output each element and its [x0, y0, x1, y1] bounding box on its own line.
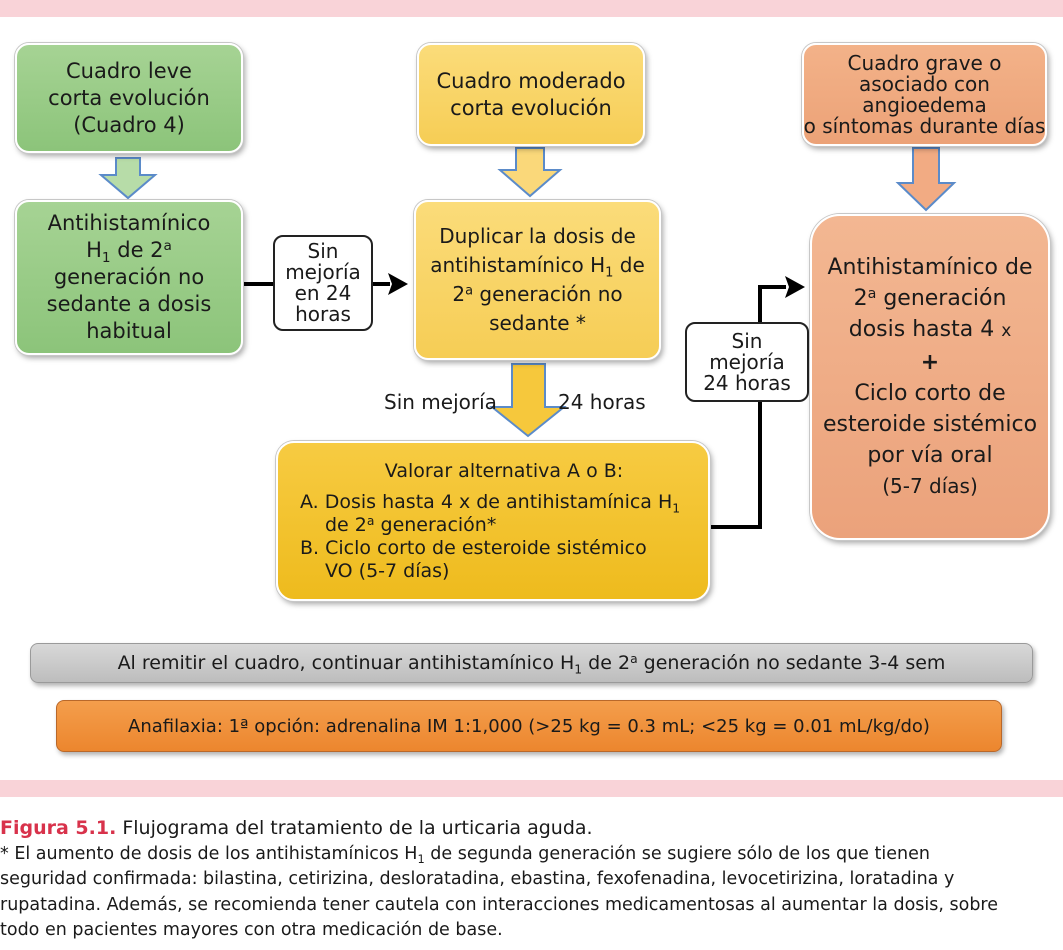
valorar-a-line-2: de 2a generación* — [325, 513, 497, 536]
note2-line-1: Sin — [731, 328, 763, 353]
right-arrowhead-2 — [785, 276, 805, 298]
anti1-line-2: H1 de 2a — [86, 238, 172, 266]
box-cuadro-moderado: Cuadro moderado corta evolución — [417, 43, 645, 146]
duplicar-line-4: sedante * — [489, 311, 586, 335]
leve-line-3: (Cuadro 4) — [73, 112, 185, 137]
grave-tx-line-3: dosis hasta 4 x — [848, 317, 1012, 342]
note-sin-mejoria-24-horas: Sin mejoría 24 horas — [685, 322, 809, 402]
box-cuadro-grave: Cuadro grave o asociado con angioedema o… — [802, 43, 1047, 146]
anti1-line-5: habitual — [86, 319, 172, 343]
figure-caption: Figura 5.1. Flujograma del tratamiento d… — [0, 816, 1063, 944]
gray-bar-text: Al remitir el cuadro, continuar antihist… — [117, 651, 946, 677]
duplicar-line-3: 2a generación no — [452, 282, 623, 306]
box-tratamiento-grave: Antihistamínico de 2a generación dosis h… — [810, 214, 1050, 540]
note1-line-4: horas — [295, 302, 351, 326]
duplicar-line-2: antihistamínico H1 de — [430, 253, 645, 281]
moderado-line-1: Cuadro moderado — [436, 68, 626, 93]
figure-label: Figura 5.1. — [0, 817, 117, 839]
duplicar-line-1: Duplicar la dosis de — [439, 224, 636, 248]
note2-line-3: 24 horas — [703, 370, 791, 395]
grave-tx-line-5: esteroide sistémico — [822, 412, 1038, 437]
anti1-line-1: Antihistamínico — [47, 211, 211, 235]
box-antihistaminico-habitual: Antihistamínico H1 de 2a generación no s… — [15, 200, 243, 355]
note1-line-1: Sin — [307, 239, 339, 263]
down-arrow-gold — [489, 363, 567, 438]
box-valorar-alternativa: Valorar alternativa A o B: A. Dosis hast… — [276, 441, 710, 601]
grave-line-3: angioedema — [862, 92, 987, 117]
grave-tx-line-4: Ciclo corto de — [854, 381, 1006, 406]
bar-continuar-tratamiento: Al remitir el cuadro, continuar antihist… — [30, 643, 1033, 683]
grave-tx-plus: + — [920, 350, 940, 375]
grave-line-2: asociado con — [859, 71, 990, 96]
note2-line-2: mejoría — [709, 349, 785, 374]
moderado-line-2: corta evolución — [450, 95, 612, 120]
note1-line-2: mejoría — [285, 260, 361, 284]
leve-line-1: Cuadro leve — [66, 58, 192, 83]
caption-note-line-3: rupatadina. Además, se recomienda tener … — [0, 894, 999, 915]
box-duplicar-dosis: Duplicar la dosis de antihistamínico H1 … — [414, 200, 661, 360]
anti1-line-3: generación no — [53, 265, 205, 289]
valorar-title: Valorar alternativa A o B: — [384, 459, 624, 482]
label-24-horas: 24 horas — [558, 390, 646, 414]
label-sin-mejoria: Sin mejoría — [384, 390, 497, 414]
grave-tx-line-1: Antihistamínico de — [827, 255, 1033, 280]
bottom-band — [0, 780, 1063, 797]
valorar-a-line-1: A. Dosis hasta 4 x de antihistamínica H1 — [300, 490, 681, 515]
bar-anafilaxia: Anafilaxia: 1ª opción: adrenalina IM 1:1… — [56, 700, 1002, 752]
caption-note-line-2: seguridad confirmada: bilastina, cetiriz… — [0, 869, 955, 889]
anti1-line-4: sedante a dosis — [46, 292, 212, 316]
grave-line-4: o síntomas durante días — [803, 113, 1046, 138]
grave-tx-line-6: por vía oral — [867, 443, 993, 468]
down-arrow-yellow — [497, 147, 563, 198]
note1-line-3: en 24 — [294, 281, 352, 305]
grave-tx-line-7: (5-7 días) — [882, 474, 978, 498]
down-arrow-salmon — [895, 147, 957, 212]
down-arrow-green — [98, 157, 158, 200]
note-sin-mejoria-24h: Sin mejoría en 24 horas — [273, 235, 373, 331]
valorar-b-line-2: VO (5-7 días) — [325, 559, 450, 582]
right-arrowhead-1 — [388, 273, 408, 295]
grave-line-1: Cuadro grave o — [847, 50, 1002, 75]
caption-title-line: Figura 5.1. Flujograma del tratamiento d… — [0, 817, 593, 839]
caption-note-line-4: todo en pacientes mayores con otra medic… — [0, 920, 503, 940]
valorar-b-line-1: B. Ciclo corto de esteroide sistémico — [300, 536, 647, 559]
box-cuadro-leve: Cuadro leve corta evolución (Cuadro 4) — [15, 43, 243, 153]
grave-tx-line-2: 2a generación — [853, 285, 1007, 311]
leve-line-2: corta evolución — [48, 85, 210, 110]
caption-note-line-1: * El aumento de dosis de los antihistamí… — [0, 843, 930, 866]
orange-bar-text: Anafilaxia: 1ª opción: adrenalina IM 1:1… — [128, 715, 930, 737]
flow-connectors — [98, 147, 957, 529]
top-band — [0, 0, 1063, 17]
